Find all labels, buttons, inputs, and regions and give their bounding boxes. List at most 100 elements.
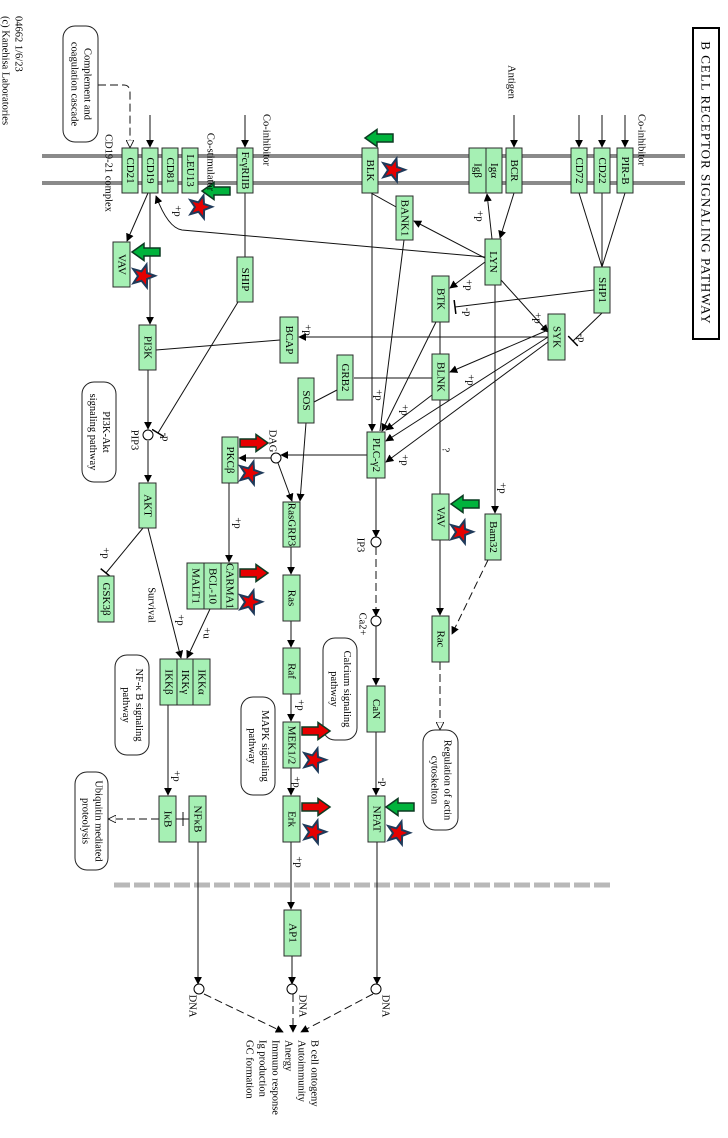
gene-node-syk[interactable]: SYK bbox=[547, 313, 566, 361]
star-icon bbox=[130, 261, 158, 291]
gene-node-vav1[interactable]: VAV bbox=[112, 241, 131, 288]
gene-node-bcl10[interactable]: BCL-10 bbox=[203, 562, 222, 610]
gene-node-erk[interactable]: Erk bbox=[282, 795, 301, 843]
gene-node-rasgrp3[interactable]: RasGRP3 bbox=[282, 501, 301, 548]
gene-node-cd21[interactable]: CD21 bbox=[121, 147, 139, 194]
label-dna-2: DNA bbox=[297, 995, 308, 1018]
gene-node-igb[interactable]: Igβ bbox=[468, 147, 487, 194]
gene-node-bam32[interactable]: Bam32 bbox=[484, 513, 502, 561]
edge-label: +p bbox=[100, 547, 111, 558]
gene-node-blnk[interactable]: BLNK bbox=[431, 353, 450, 401]
edge-68 bbox=[300, 993, 374, 1033]
edge-14 bbox=[155, 339, 281, 351]
pathway-link-label: signaling pathway bbox=[87, 394, 98, 471]
gene-node-cd81[interactable]: CD81 bbox=[161, 147, 179, 194]
pathway-link-label: Ubiquitin mediated bbox=[93, 780, 104, 862]
gene-node-mek[interactable]: MEK1/2 bbox=[282, 721, 301, 769]
edge-11 bbox=[151, 301, 239, 438]
gene-node-cd22[interactable]: CD22 bbox=[593, 147, 611, 194]
gene-node-ap1[interactable]: AP1 bbox=[283, 909, 302, 957]
edge-label: +p bbox=[497, 482, 508, 493]
edge-label: -p bbox=[462, 308, 473, 317]
gene-node-label: IκB bbox=[162, 811, 174, 828]
gene-node-label: LEU13 bbox=[184, 154, 196, 187]
up-regulated-arrow-icon bbox=[239, 433, 270, 453]
edge-35 bbox=[379, 239, 405, 432]
gene-node-bcr[interactable]: BCR bbox=[505, 147, 523, 194]
compound-ip3[interactable] bbox=[370, 536, 382, 548]
edge-64 bbox=[451, 559, 489, 635]
gene-node-pkcb[interactable]: PKCβ bbox=[221, 436, 239, 484]
gene-node-nfkb[interactable]: NFκB bbox=[188, 795, 207, 843]
gene-node-leu13[interactable]: LEU13 bbox=[181, 147, 199, 194]
gene-node-cd19[interactable]: CD19 bbox=[141, 147, 159, 194]
gene-node-grb2[interactable]: GRB2 bbox=[336, 354, 354, 401]
gene-node-ikkg[interactable]: IKKγ bbox=[176, 658, 194, 706]
gene-node-bcap[interactable]: BCAP bbox=[279, 316, 299, 364]
gene-node-ikb[interactable]: IκB bbox=[158, 795, 177, 843]
gene-node-sos[interactable]: SOS bbox=[297, 377, 315, 424]
down-regulated-arrow-icon bbox=[130, 242, 161, 262]
edge-37 bbox=[313, 389, 338, 403]
gene-node-fcgr2b[interactable]: FcγRIIB bbox=[236, 147, 254, 194]
gene-node-lyn[interactable]: LYN bbox=[484, 238, 502, 286]
gene-node-ship[interactable]: SHIP bbox=[236, 256, 254, 303]
gene-node-label: MALT1 bbox=[190, 568, 202, 604]
compound-dna-2[interactable] bbox=[286, 983, 298, 995]
down-regulated-arrow-icon bbox=[449, 494, 480, 514]
gene-node-cd72[interactable]: CD72 bbox=[570, 147, 588, 194]
compound-pip3[interactable] bbox=[142, 429, 154, 441]
edge-66 bbox=[203, 993, 284, 1033]
gene-node-ras[interactable]: Ras bbox=[282, 574, 301, 622]
gene-node-plcg2[interactable]: PLC-γ2 bbox=[366, 431, 386, 479]
gene-node-bank1[interactable]: BANK1 bbox=[395, 195, 414, 241]
compound-dag[interactable] bbox=[270, 452, 282, 464]
gene-node-btk[interactable]: BTK bbox=[431, 275, 450, 323]
gene-node-ikka[interactable]: IKKα bbox=[192, 658, 211, 706]
gene-node-label: CD72 bbox=[573, 157, 585, 183]
gene-node-label: BLK bbox=[364, 160, 376, 182]
gene-node-shp1[interactable]: SHP1 bbox=[593, 266, 611, 314]
compound-ca2[interactable] bbox=[370, 615, 382, 627]
gene-node-can[interactable]: CaN bbox=[366, 685, 386, 733]
edge-39 bbox=[296, 422, 307, 502]
edge-24 bbox=[578, 192, 603, 268]
star-icon bbox=[301, 817, 329, 847]
gene-node-raf[interactable]: Raf bbox=[282, 647, 301, 695]
edge-label: -p bbox=[160, 433, 171, 442]
edge-label: +p bbox=[465, 374, 476, 385]
gene-node-label: IKKγ bbox=[179, 670, 191, 695]
gene-node-gsk3b[interactable]: GSK3β bbox=[97, 575, 115, 623]
gene-node-label: BCL-10 bbox=[207, 568, 219, 605]
compound-dna-1[interactable] bbox=[193, 983, 205, 995]
gene-node-vav2[interactable]: VAV bbox=[431, 493, 450, 541]
gene-node-iga[interactable]: Igα bbox=[485, 147, 503, 194]
gene-node-akt[interactable]: AKT bbox=[138, 482, 157, 529]
gene-node-pirb[interactable]: PIR-B bbox=[616, 147, 634, 194]
compound-dna-3[interactable] bbox=[370, 983, 382, 995]
star-icon bbox=[187, 192, 215, 222]
gene-node-carma1[interactable]: CARMA1 bbox=[220, 562, 239, 610]
gene-node-ikkb[interactable]: IKKβ bbox=[159, 658, 178, 706]
gene-node-label: SHIP bbox=[239, 268, 251, 292]
gene-node-rac[interactable]: Rac bbox=[431, 615, 450, 663]
gene-node-label: NFκB bbox=[192, 806, 204, 833]
gene-node-label: PIR-B bbox=[619, 156, 631, 184]
edge-label: +p bbox=[463, 279, 474, 290]
gene-node-malt1[interactable]: MALT1 bbox=[186, 562, 205, 610]
edge-label: +p bbox=[373, 389, 384, 400]
gene-node-pi3k[interactable]: PI3K bbox=[138, 324, 157, 371]
gene-node-nfat[interactable]: NFAT bbox=[367, 795, 386, 843]
edge-label: +p bbox=[532, 312, 543, 323]
label-co-stimulator: Co-stimulator bbox=[205, 133, 216, 192]
gene-node-blk[interactable]: BLK bbox=[361, 147, 379, 194]
gene-node-label: Bam32 bbox=[487, 521, 499, 553]
